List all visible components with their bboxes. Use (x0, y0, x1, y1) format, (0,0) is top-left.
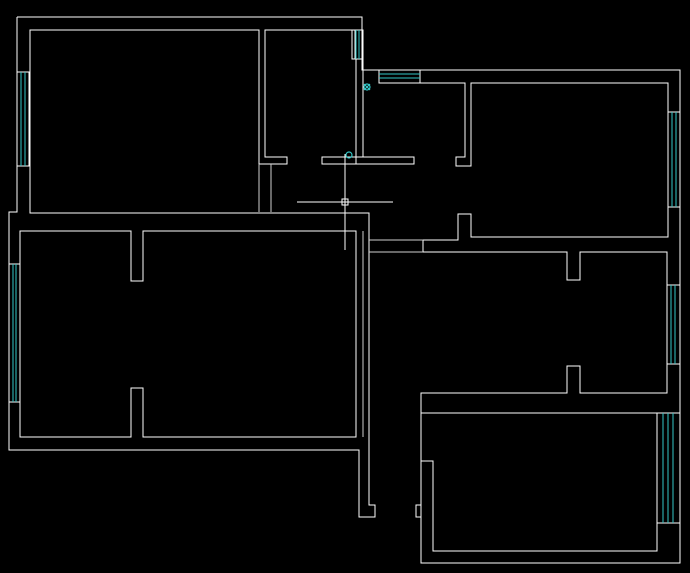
crosshair-cursor-icon (297, 154, 393, 250)
wall-stub-corridor (321, 156, 415, 165)
window-top-horizontal (378, 69, 421, 84)
exterior-walls (8, 16, 681, 564)
wall-left-outer (8, 17, 376, 518)
snap-markers (345, 83, 371, 159)
window-left-middle (8, 263, 21, 403)
window-left-top (16, 71, 30, 167)
wall-top-left-outer (17, 16, 681, 564)
interior-thin-lines (258, 164, 423, 437)
wall-living-inner (19, 230, 357, 438)
windows (8, 29, 681, 524)
wall-stub-vertical (355, 59, 364, 164)
snap-marker-icon (363, 83, 371, 91)
window-right-top (667, 111, 681, 208)
window-right-bottom (656, 412, 681, 524)
window-top-small (351, 29, 364, 60)
window-right-middle (666, 284, 681, 365)
wall-right-lower-inner (415, 413, 422, 518)
snap-marker-icon (345, 151, 353, 159)
